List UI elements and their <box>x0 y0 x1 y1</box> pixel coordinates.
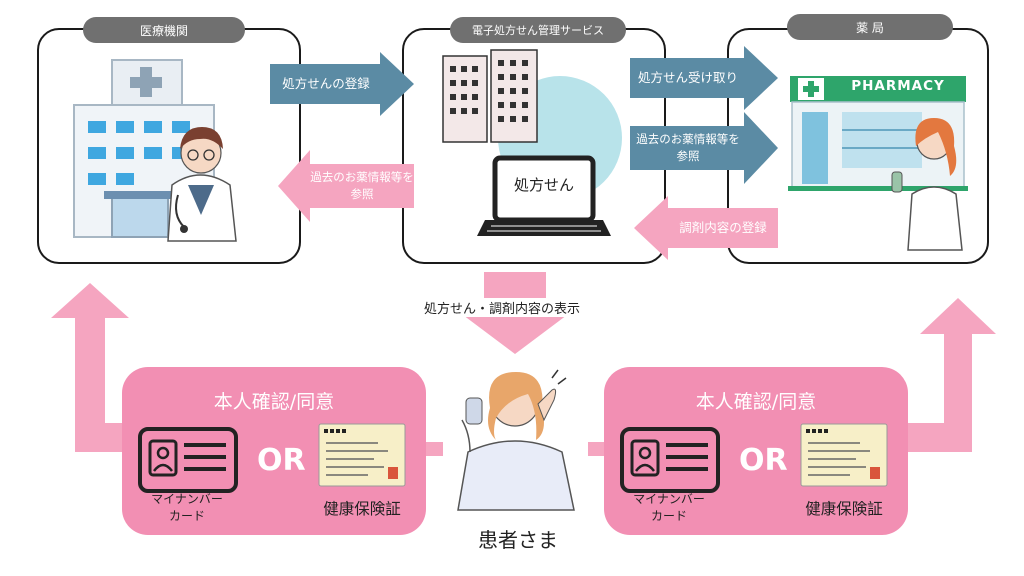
right-patient-link <box>588 442 606 456</box>
right-mynumber-card-icon <box>620 427 720 493</box>
hospital-history-arrow-label: 過去のお薬情報等を 参照 <box>310 164 414 208</box>
pharmacy-sign-text: PHARMACY <box>851 78 945 94</box>
right-card-label-line1: マイナンバー <box>633 492 705 506</box>
left-patient-link <box>425 442 443 456</box>
pharmacy-pill: 薬 局 <box>787 14 953 40</box>
left-or-text: OR <box>257 443 306 478</box>
panel-arrows <box>270 46 778 260</box>
pharmacy-history-line1: 過去のお薬情報等を <box>636 131 740 146</box>
laptop-screen-text: 処方せん <box>513 176 574 194</box>
dispensing-arrow-shape <box>634 196 778 260</box>
right-consent-title: 本人確認/同意 <box>695 391 817 413</box>
register-arrow-label: 処方せんの登録 <box>282 75 370 91</box>
right-card-label: マイナンバー カード <box>614 491 724 526</box>
office-buildings-icon <box>442 49 538 143</box>
pharmacy-history-arrow-label: 過去のお薬情報等を 参照 <box>632 126 744 170</box>
right-insurance-label: 健康保険証 <box>805 500 883 518</box>
doctor-icon <box>167 127 237 242</box>
left-card-label: マイナンバー カード <box>132 491 242 526</box>
left-consent-title: 本人確認/同意 <box>213 391 335 413</box>
hospital-history-line2: 参照 <box>350 187 374 201</box>
display-label: 処方せん・調剤内容の表示 <box>422 298 583 317</box>
left-up-arrow <box>51 283 129 452</box>
right-card-label-line2: カード <box>650 509 687 524</box>
right-up-arrow <box>906 298 996 452</box>
left-consent-box: 本人確認/同意 OR マイナンバー カード 健康保険証 <box>122 367 426 535</box>
left-card-label-line1: マイナンバー <box>151 492 223 506</box>
register-arrow-shape <box>270 52 414 116</box>
patient-icon <box>457 369 575 511</box>
pharmacy-illustration <box>788 76 968 251</box>
patient-illustration <box>457 369 575 511</box>
hospital-history-arrow-shape <box>278 150 414 222</box>
hospital-pill: 医療機関 <box>83 17 245 43</box>
service-pill: 電子処方せん管理サービス <box>450 17 626 43</box>
laptop-icon <box>477 155 611 236</box>
receive-arrow-shape <box>630 46 778 110</box>
pharmacy-history-arrow-shape <box>630 112 778 184</box>
patient-label: 患者さま <box>478 528 558 552</box>
dispensing-arrow-label: 調剤内容の登録 <box>679 219 767 235</box>
right-insurance-card-icon <box>800 423 888 487</box>
right-or-text: OR <box>739 443 788 478</box>
service-illustration <box>442 49 622 236</box>
hospital-history-line1: 過去のお薬情報等を <box>310 169 414 184</box>
right-consent-box: 本人確認/同意 OR マイナンバー カード 健康保険証 <box>604 367 908 535</box>
pharmacy-history-line2: 参照 <box>676 149 700 163</box>
left-mynumber-card-icon <box>138 427 238 493</box>
receive-arrow-label: 処方せん受け取り <box>637 69 738 85</box>
left-insurance-card-icon <box>318 423 406 487</box>
hospital-illustration <box>73 59 237 242</box>
left-card-label-line2: カード <box>168 509 205 524</box>
left-insurance-label: 健康保険証 <box>323 500 401 518</box>
pharmacist-icon <box>891 118 963 251</box>
